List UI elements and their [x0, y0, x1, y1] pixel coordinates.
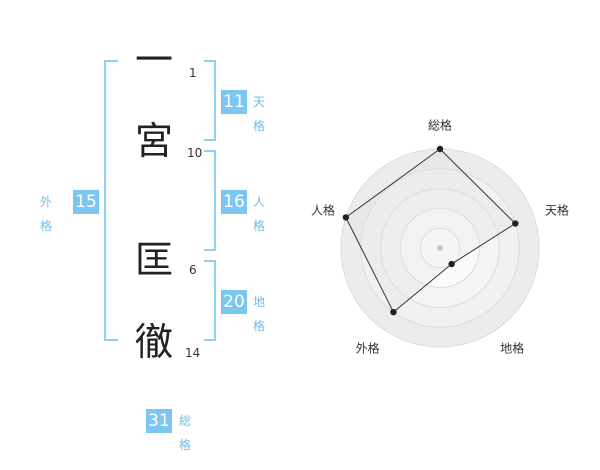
tenkaku-bracket: [204, 60, 216, 141]
gaikaku-label: 外格: [40, 195, 53, 233]
radar-point-5: [342, 214, 350, 221]
jinkaku-bracket: [204, 150, 216, 251]
name-char-2: 宮: [134, 119, 173, 163]
chikaku-bracket: [204, 260, 216, 341]
jinkaku-value: 16: [221, 190, 247, 214]
radar-point-3: [448, 260, 455, 268]
radar-polygon: [345, 148, 517, 313]
radar-axis-label-5: 人格: [311, 203, 336, 218]
gaikaku-value: 15: [73, 190, 99, 214]
soukaku-label: 総格: [179, 414, 192, 452]
radar-axis-label-1: 総格: [427, 118, 453, 133]
radar-point-1: [436, 145, 444, 153]
jinkaku-label: 人格: [253, 195, 266, 233]
stroke-count-1: 1: [189, 66, 197, 80]
gaikaku-bracket: [104, 60, 118, 341]
stroke-count-4: 14: [185, 346, 201, 360]
radar-axis-label-4: 外格: [355, 341, 380, 355]
radar-point-4: [390, 308, 397, 316]
soukaku-value: 31: [146, 409, 172, 433]
name-char-1: 一: [134, 38, 173, 82]
radar-axis-label-2: 天格: [544, 203, 569, 218]
name-char-4: 徹: [134, 320, 173, 364]
radar-center-dot: [437, 245, 443, 251]
tenkaku-value: 11: [221, 90, 247, 114]
chikaku-label: 地格: [253, 295, 266, 333]
tenkaku-label: 天格: [253, 95, 266, 133]
name-char-3: 匡: [134, 238, 173, 282]
radar-axis-label-3: 地格: [500, 341, 525, 355]
radar-point-2: [512, 220, 519, 227]
chikaku-value: 20: [221, 290, 247, 314]
stroke-count-2: 10: [187, 146, 203, 160]
stroke-count-3: 6: [189, 263, 197, 277]
